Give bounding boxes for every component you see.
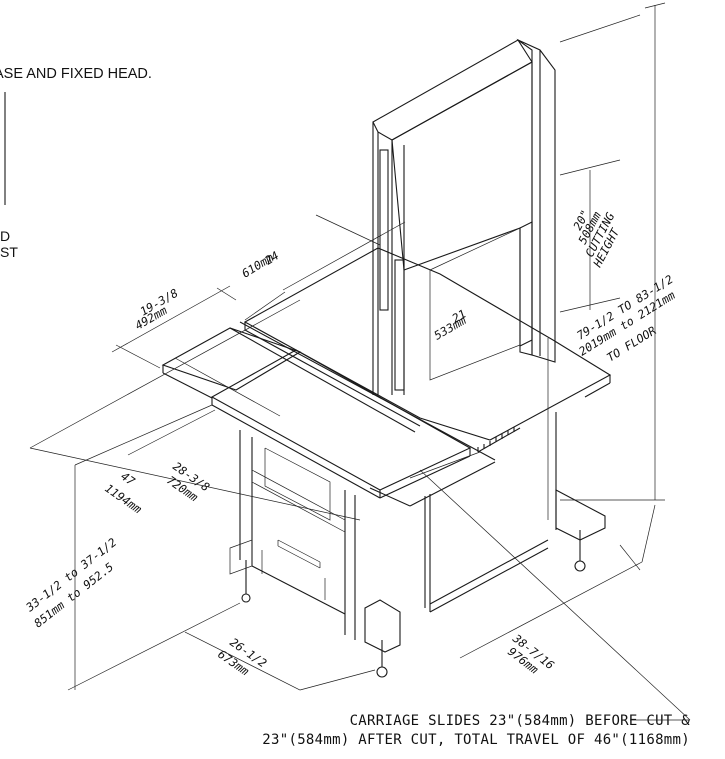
dim-table-depth-mm: 610mm xyxy=(239,250,276,280)
dim-throat-mm: 533mm xyxy=(432,313,469,342)
dimension-lines xyxy=(29,2,691,721)
dim-width-in: 47 xyxy=(118,469,137,488)
side-note-line-2: ST xyxy=(0,244,18,260)
bottom-note-line-2: 23"(584mm) AFTER CUT, TOTAL TRAVEL OF 46… xyxy=(262,732,690,748)
saw-head-column xyxy=(372,38,556,395)
side-note-line-1: D xyxy=(0,228,11,244)
carriage xyxy=(161,321,496,507)
base-cabinet xyxy=(229,430,606,678)
dim-width-mm: 1194mm xyxy=(102,481,144,516)
bottom-note-line-1: CARRIAGE SLIDES 23"(584mm) BEFORE CUT & xyxy=(349,713,690,729)
header-note: ASE AND FIXED HEAD. xyxy=(0,66,152,82)
dim-throat-in: 21 xyxy=(450,307,469,326)
dim-table-depth-in: 24 xyxy=(262,248,281,267)
tooth-gauge xyxy=(477,427,521,453)
